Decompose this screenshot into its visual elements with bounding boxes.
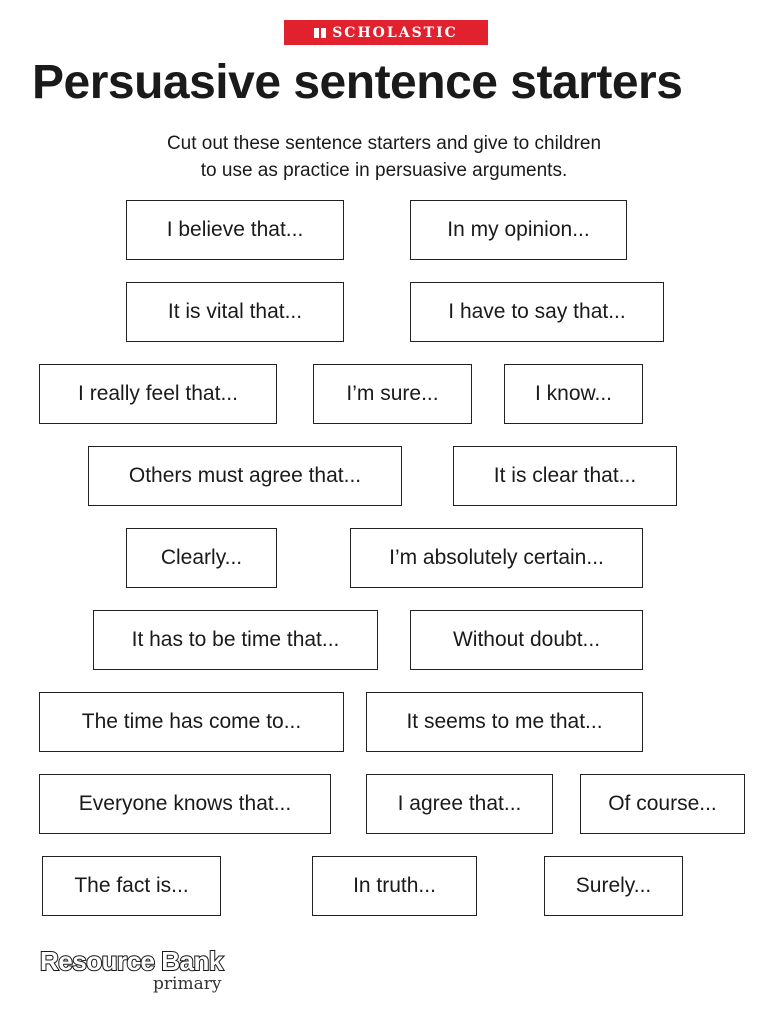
starter-card: I really feel that... [39, 364, 277, 424]
starter-card: The fact is... [42, 856, 221, 916]
starter-card: I’m absolutely certain... [350, 528, 643, 588]
starter-card: In truth... [312, 856, 477, 916]
starter-card: The time has come to... [39, 692, 344, 752]
starter-card: It has to be time that... [93, 610, 378, 670]
starter-card: I agree that... [366, 774, 553, 834]
book-icon [314, 27, 327, 38]
starter-card: It is clear that... [453, 446, 677, 506]
starter-card: I have to say that... [410, 282, 664, 342]
starter-card: Everyone knows that... [39, 774, 331, 834]
page-title: Persuasive sentence starters [32, 56, 683, 109]
starter-card: I know... [504, 364, 643, 424]
resource-bank-logo: Resource Bank [39, 945, 224, 977]
starter-card: I’m sure... [313, 364, 472, 424]
starter-card: It seems to me that... [366, 692, 643, 752]
starter-card: Of course... [580, 774, 745, 834]
logo-text: SCHOLASTIC [332, 24, 458, 41]
resource-bank-subtitle: primary [153, 974, 222, 994]
scholastic-logo: SCHOLASTIC [284, 20, 488, 45]
starter-card: Others must agree that... [88, 446, 402, 506]
starter-card: Clearly... [126, 528, 277, 588]
starter-card: Without doubt... [410, 610, 643, 670]
starter-card: Surely... [544, 856, 683, 916]
starter-card: It is vital that... [126, 282, 344, 342]
instructions-line-1: Cut out these sentence starters and give… [166, 133, 602, 154]
starter-card: In my opinion... [410, 200, 627, 260]
instructions: Cut out these sentence starters and give… [0, 130, 768, 184]
instructions-line-2: to use as practice in persuasive argumen… [200, 160, 568, 181]
starter-card: I believe that... [126, 200, 344, 260]
